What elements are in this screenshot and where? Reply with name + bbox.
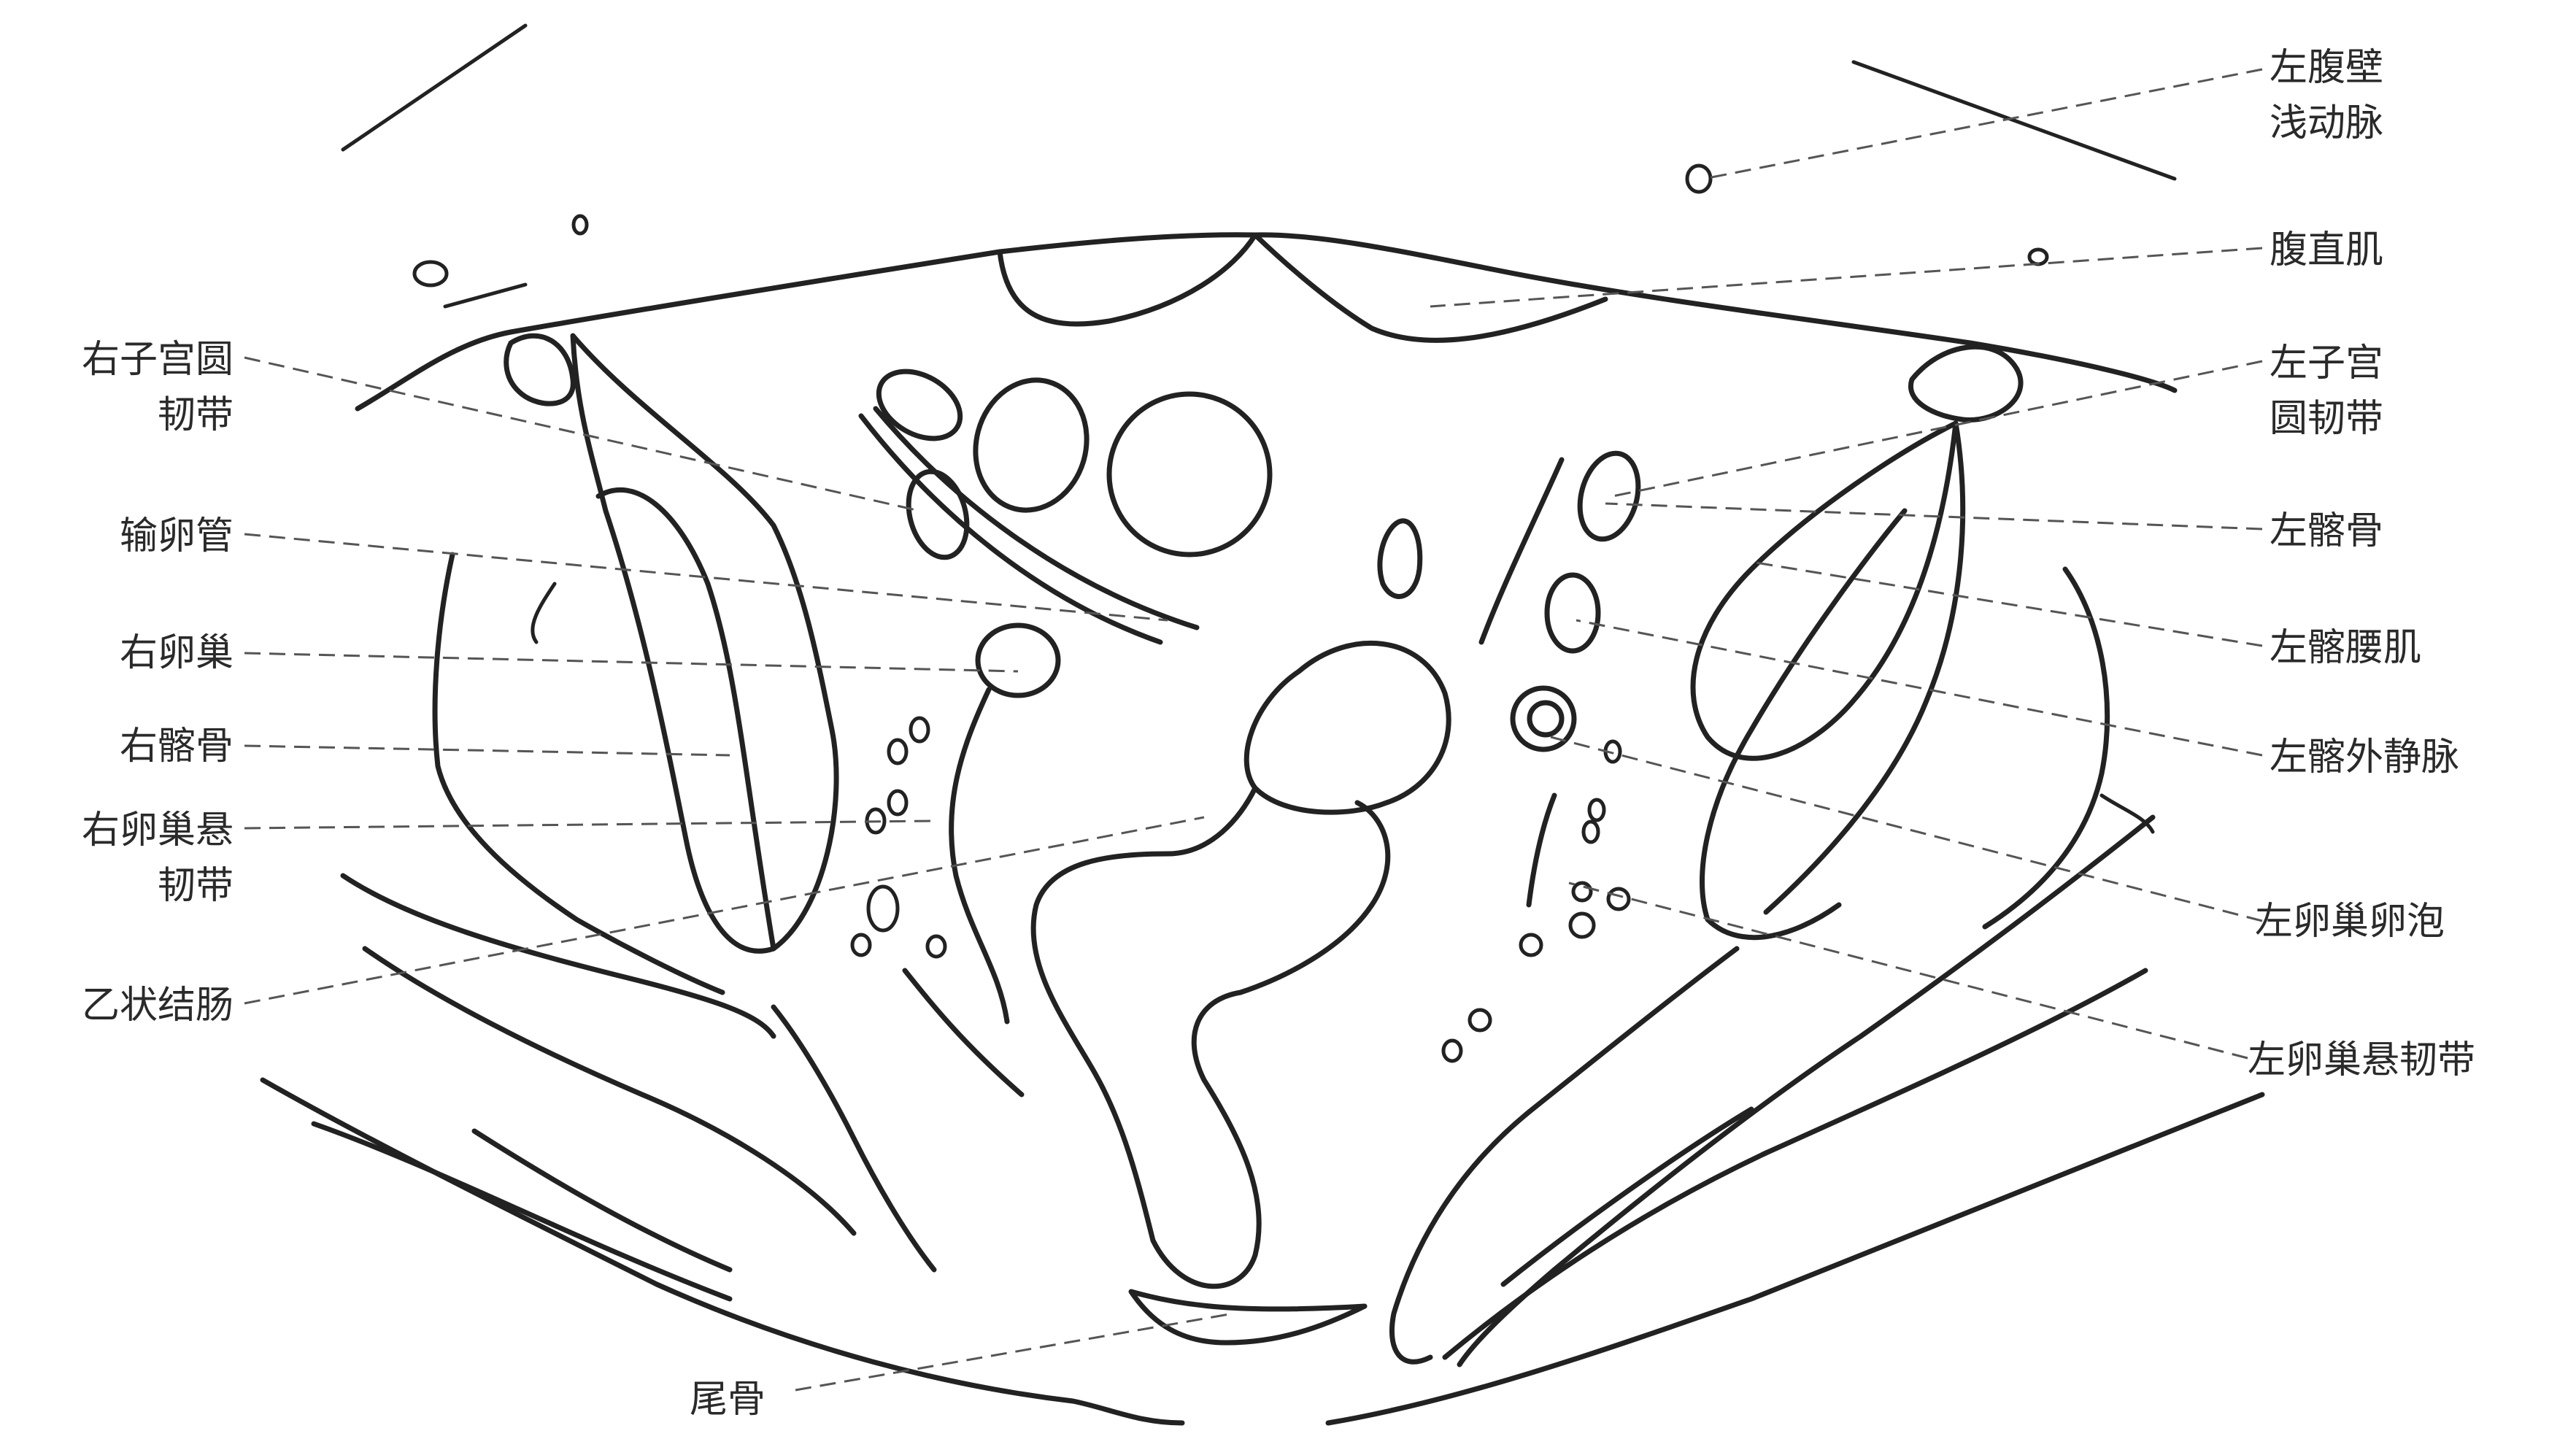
right-oviduct	[876, 409, 1197, 628]
right-ilium-outer	[435, 555, 722, 992]
right-round-ligament-outline	[506, 336, 574, 404]
right-pelvic-floor-2	[365, 949, 854, 1233]
label-left-ovarian-follicle: 左卵巢卵泡	[2255, 894, 2445, 949]
label-left-round-ligament: 左子宫 圆韧带	[2270, 336, 2383, 447]
right-ovary	[978, 625, 1058, 695]
leader-right-round-ligament	[244, 358, 919, 511]
label-oviduct: 输卵管	[29, 509, 234, 564]
leader-left-round-ligament	[1613, 361, 2262, 496]
left-pelvic-floor-1	[1392, 949, 1737, 1362]
right-ilium-notch	[533, 584, 555, 642]
left-external-iliac-vein-2	[1547, 575, 1598, 651]
small-vessel-left	[414, 262, 447, 285]
leader-left-ilium	[1605, 504, 2262, 529]
leader-right-ovary	[244, 653, 1018, 671]
vessel-l2	[1589, 800, 1604, 820]
left-gluteal-line-2	[1328, 1095, 2262, 1423]
label-left-iliopsoas: 左髂腰肌	[2270, 620, 2421, 676]
right-pelvic-floor-1	[343, 876, 774, 1036]
vessel-r6	[852, 935, 870, 955]
leader-left-follicle	[1551, 737, 2262, 921]
label-left-external-iliac-vein: 左髂外静脉	[2270, 730, 2459, 785]
leader-superficial-epigastric	[1704, 69, 2262, 179]
vessel-r3	[889, 791, 906, 814]
skin-line-top-right	[1854, 62, 2175, 179]
right-bowel-loop-3	[961, 368, 1100, 523]
label-left-suspensory-ligament: 左卵巢悬韧带	[2248, 1033, 2475, 1088]
left-ovarian-follicle-inner	[1530, 703, 1562, 735]
right-bowel-loop-1	[867, 358, 972, 452]
vessel-l5	[1608, 889, 1629, 909]
left-suspensory-ligament	[1529, 795, 1554, 905]
left-gluteal-line	[1445, 971, 2145, 1357]
label-left-round-ligament-line2: 圆韧带	[2270, 391, 2383, 447]
uterus-outline	[1246, 643, 1449, 812]
superficial-epigastric-artery-circle	[1687, 166, 1711, 192]
vessel-l4	[1573, 883, 1591, 900]
coccyx-outline	[1131, 1292, 1365, 1343]
left-external-iliac-vein-1	[1571, 447, 1647, 546]
vessel-r2	[889, 740, 906, 763]
right-bowel-loop-4	[1109, 394, 1270, 555]
left-iliac-outer	[1766, 423, 1963, 912]
label-left-superficial-epigastric-line1: 左腹壁	[2270, 40, 2383, 96]
right-iliopsoas-outline	[573, 336, 836, 951]
leader-left-iliopsoas	[1751, 562, 2262, 646]
abdominal-wall-contour	[358, 235, 2175, 409]
left-gluteal-line-3	[1503, 1109, 1751, 1284]
right-gluteal-line-2	[314, 1124, 730, 1299]
label-right-round-ligament-line1: 右子宫圆	[29, 332, 234, 387]
label-left-ilium: 左髂骨	[2270, 504, 2383, 559]
label-right-suspensory-line1: 右卵巢悬	[15, 803, 234, 858]
vessel-r7	[928, 936, 945, 957]
rectus-abdominis-left	[1255, 235, 1605, 340]
leader-left-external-iliac-vein	[1576, 620, 2262, 755]
leader-coccyx	[795, 1313, 1233, 1390]
small-vessel-left-2	[574, 216, 587, 234]
skin-line-left	[445, 285, 525, 306]
label-coccyx: 尾骨	[690, 1372, 766, 1427]
left-round-ligament-outline	[1910, 347, 2021, 420]
vessel-l3	[1584, 822, 1598, 842]
vessel-l8	[1470, 1010, 1490, 1030]
right-levator-2	[905, 971, 1022, 1095]
leader-sigmoid-colon	[244, 817, 1204, 1003]
vessel-l9	[1443, 1041, 1461, 1061]
vessel-l7	[1521, 935, 1541, 955]
label-right-round-ligament-line2: 韧带	[29, 387, 234, 443]
label-right-ovary: 右卵巢	[29, 625, 234, 681]
left-ilium-lateral	[1985, 569, 2108, 927]
small-vessel-right	[2029, 250, 2047, 264]
bladder-small	[1380, 521, 1420, 597]
label-left-superficial-epigastric-line2: 浅动脉	[2270, 96, 2383, 151]
skin-line-top-left	[343, 26, 525, 150]
label-sigmoid-colon: 乙状结肠	[15, 978, 234, 1033]
label-right-round-ligament: 右子宫圆 韧带	[29, 332, 234, 443]
right-suspensory-ligament	[952, 690, 1007, 1022]
label-right-suspensory-ligament: 右卵巢悬 韧带	[15, 803, 234, 914]
right-iliac-inner	[598, 490, 774, 949]
label-right-ilium: 右髂骨	[29, 719, 234, 774]
label-rectus-abdominis: 腹直肌	[2270, 223, 2383, 278]
label-left-superficial-epigastric-artery: 左腹壁 浅动脉	[2270, 40, 2383, 151]
sigmoid-colon-outline	[1033, 788, 1388, 1286]
vessel-r5	[868, 887, 898, 930]
right-bowel-loop-2	[900, 465, 976, 564]
leader-rectus	[1430, 248, 2262, 306]
leader-right-ilium	[244, 746, 730, 755]
vessel-r1	[911, 718, 928, 741]
label-left-round-ligament-line1: 左子宫	[2270, 336, 2383, 391]
left-iliopsoas-outline	[1693, 423, 1956, 758]
vessel-l6	[1570, 914, 1594, 937]
label-right-suspensory-line2: 韧带	[15, 858, 234, 914]
left-pelvic-floor-2	[1459, 817, 2153, 1365]
